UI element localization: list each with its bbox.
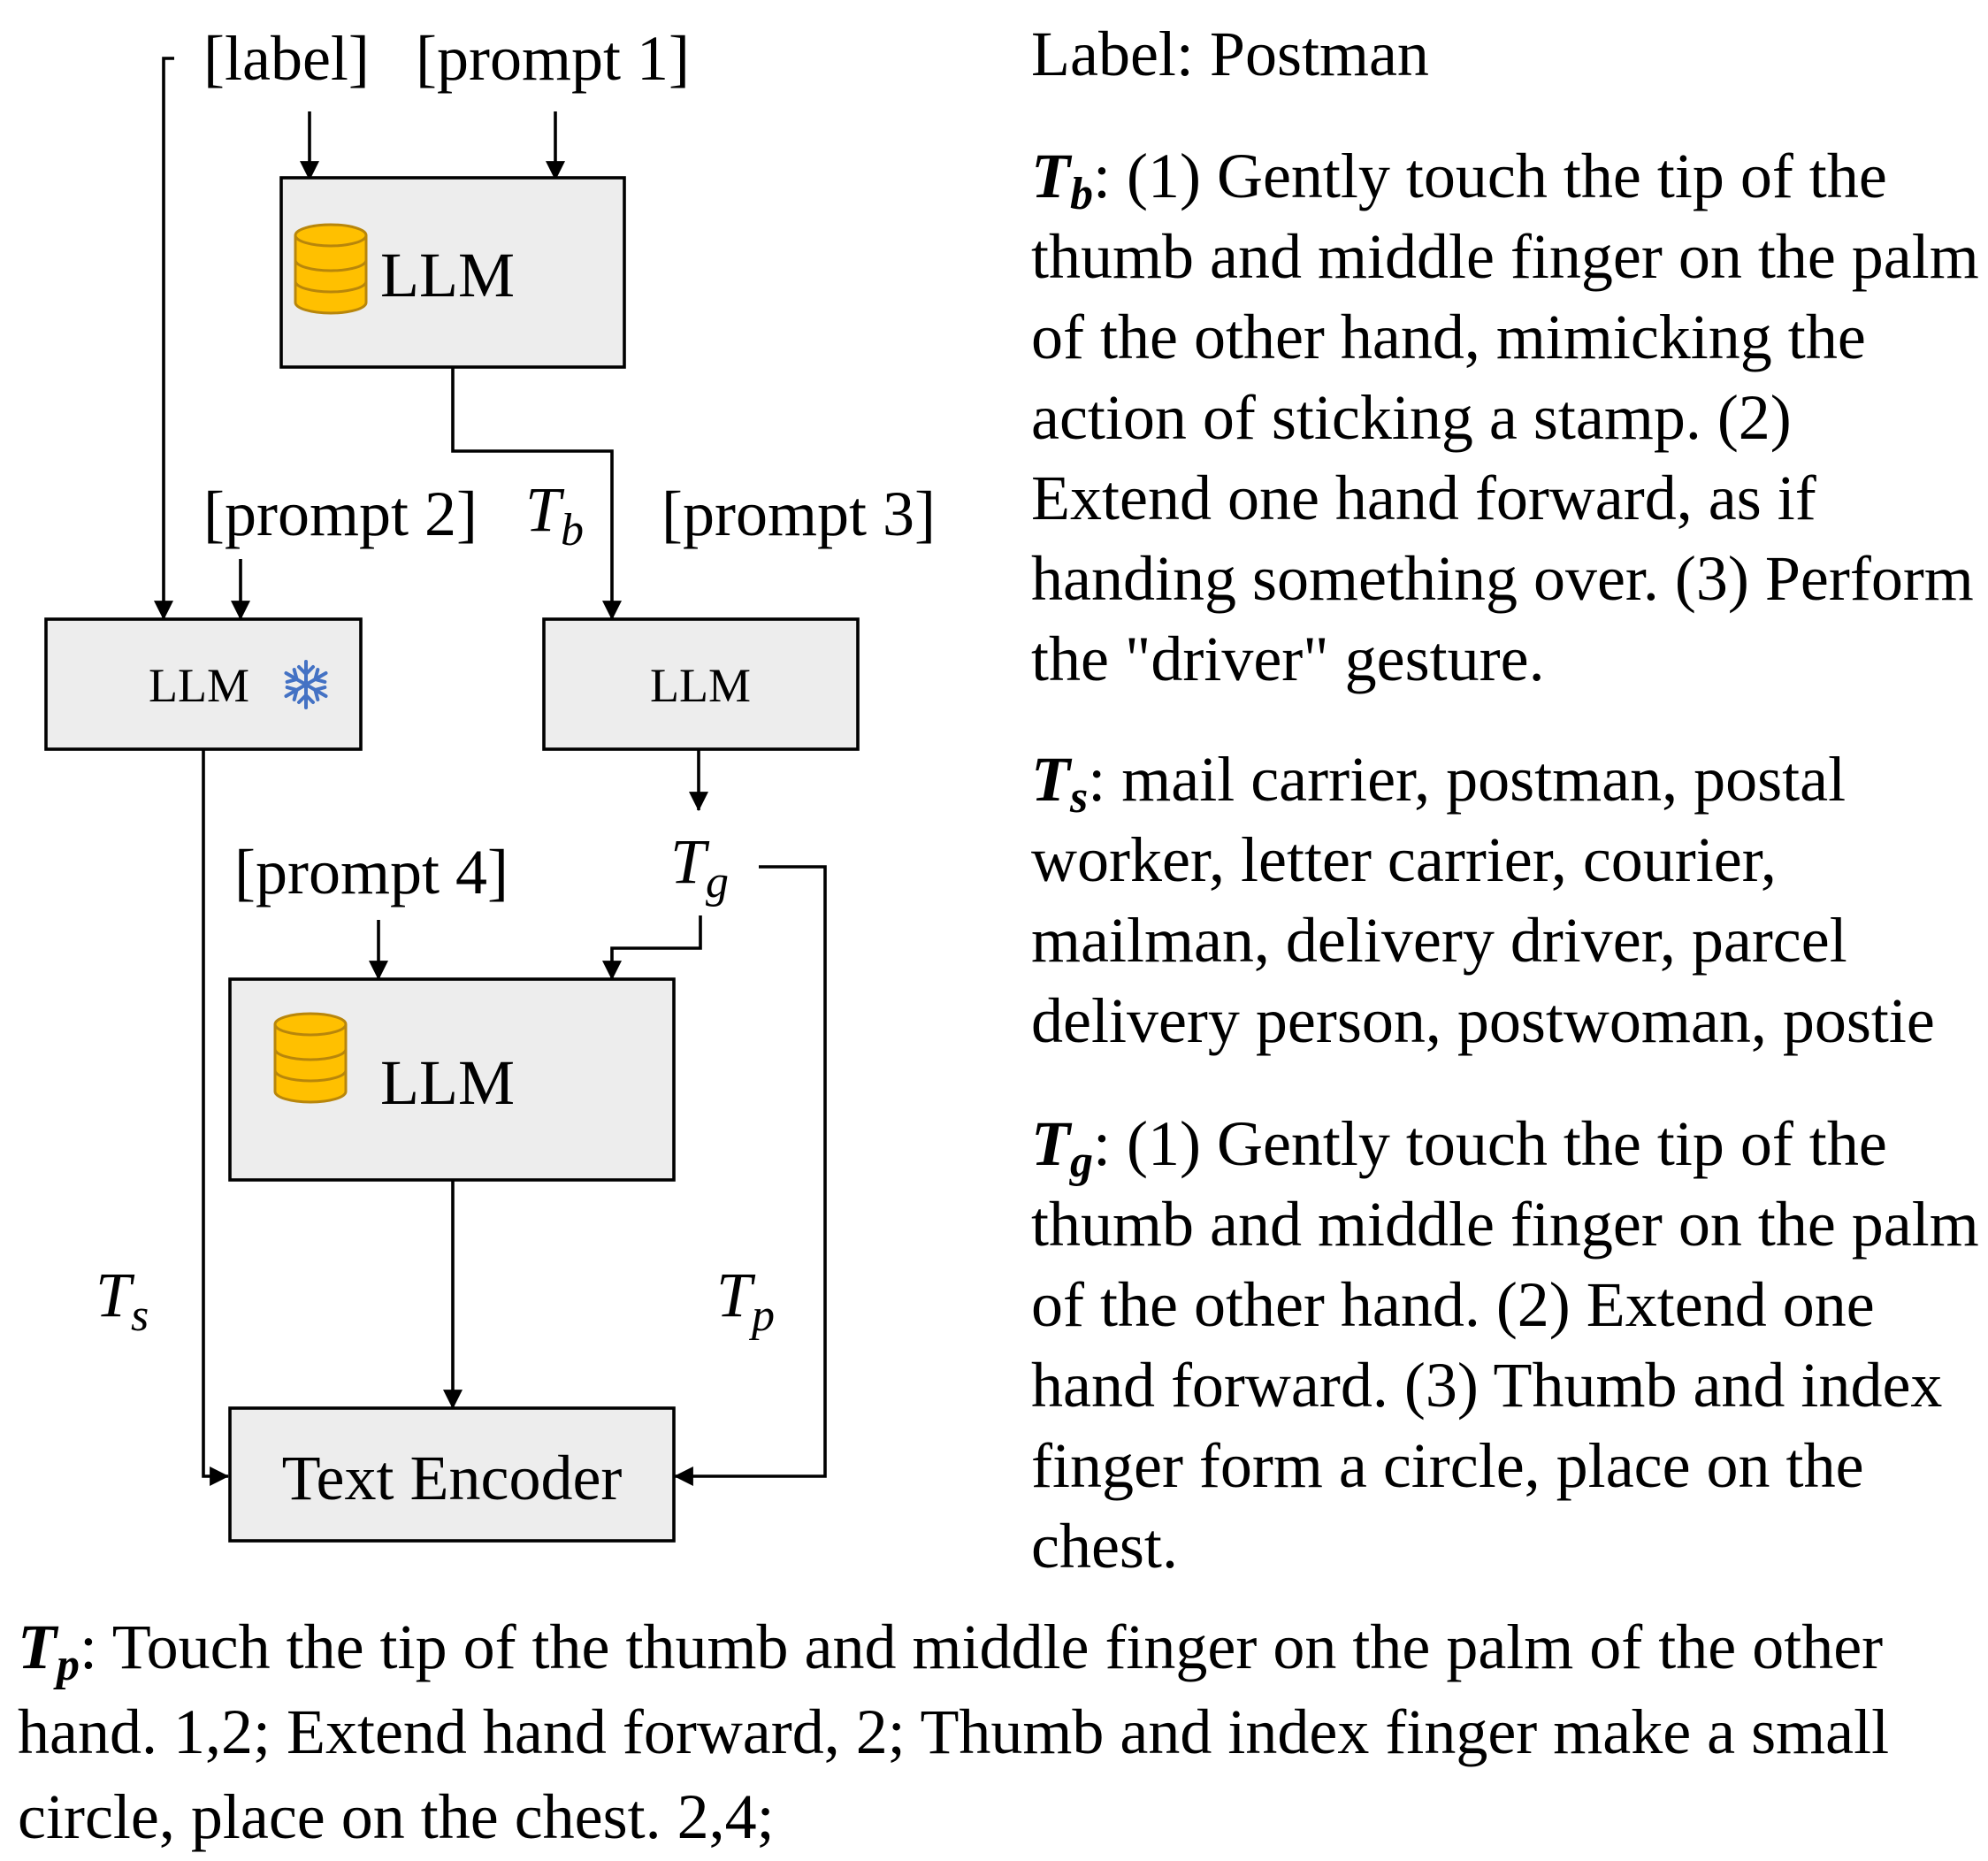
tb-description: Tb: (1) Gently touch the tip of the thum…: [1031, 136, 1979, 700]
ts-description: Ts: mail carrier, postman, postal worker…: [1031, 739, 1979, 1061]
llm-box-3: LLM: [542, 617, 860, 751]
edge-ts: [202, 749, 230, 1486]
prompt1-input: [prompt 1]: [416, 23, 690, 94]
edge-label-to-llm2: [154, 57, 174, 621]
ts-text: : mail carrier, postman, postal worker, …: [1031, 744, 1935, 1056]
llm-label: LLM: [149, 659, 249, 712]
symbol-ts: Ts: [96, 1260, 149, 1341]
edge-tg-to-llm4: [602, 915, 702, 981]
text-encoder-label: Text Encoder: [282, 1443, 623, 1513]
connectors: [154, 57, 827, 1486]
tp-description: Tp: Touch the tip of the thumb and middl…: [18, 1604, 1977, 1859]
prompt4-input: [prompt 4]: [234, 837, 508, 908]
prompt3-input: [prompt 3]: [661, 479, 936, 549]
symbol-tb: Tb: [525, 474, 584, 555]
edge-tp: [673, 865, 827, 1486]
database-icon: [294, 223, 368, 315]
tb-text: : (1) Gently touch the tip of the thumb …: [1031, 141, 1979, 694]
tg-description: Tg: (1) Gently touch the tip of the thum…: [1031, 1104, 1979, 1587]
tb-symbol: Tb: [1031, 141, 1093, 219]
llm-label: LLM: [650, 659, 751, 712]
database-icon: [273, 1012, 348, 1104]
tp-symbol: Tp: [18, 1612, 80, 1690]
llm-label: LLM: [380, 1047, 515, 1118]
llm-label: LLM: [380, 240, 515, 310]
ts-symbol: Ts: [1031, 744, 1089, 823]
symbol-tg: Tg: [670, 826, 729, 908]
tg-text: : (1) Gently touch the tip of the thumb …: [1031, 1108, 1979, 1581]
symbol-tp: Tp: [716, 1260, 775, 1341]
prompt2-input: [prompt 2]: [203, 479, 478, 549]
text-encoder-box: Text Encoder: [228, 1406, 676, 1543]
tg-symbol: Tg: [1031, 1108, 1093, 1187]
llm-box-4: LLM: [228, 977, 676, 1182]
label-line: Label: Postman: [1031, 19, 1429, 89]
llm-box-2: LLM: [44, 617, 363, 751]
llm-box-1: LLM: [279, 176, 626, 369]
edge-tb: [451, 367, 622, 621]
snowflake-icon: [284, 660, 328, 709]
tp-text: : Touch the tip of the thumb and middle …: [18, 1612, 1890, 1852]
label-input: [label]: [203, 23, 370, 94]
